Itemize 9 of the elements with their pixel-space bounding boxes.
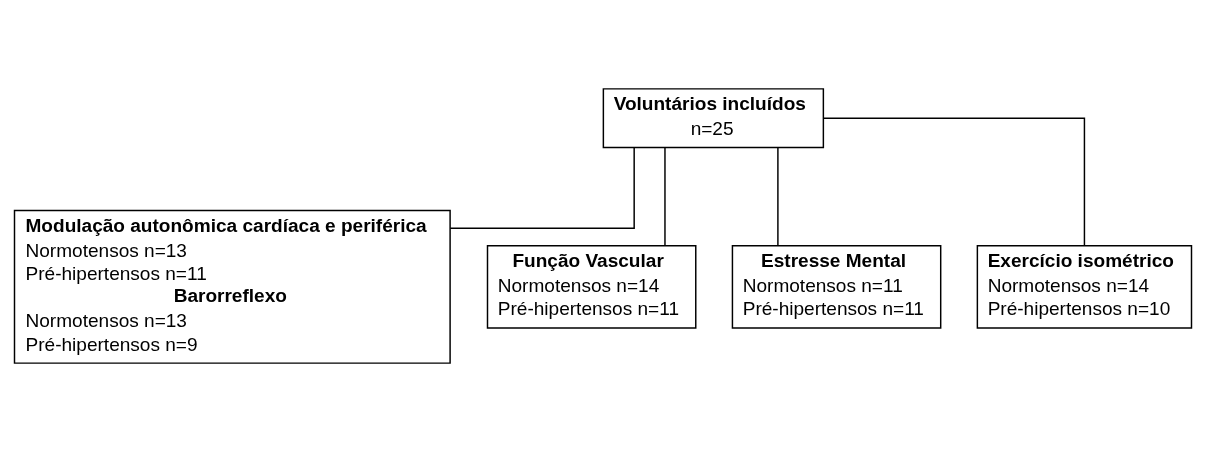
- connector: [777, 146, 779, 246]
- node-box: Função Vascular Normotensos n=14 Pré-hipertensos n=11: [486, 245, 697, 329]
- node-box: Estresse Mental Normotensos n=11 Pré-hipertensos n=11: [731, 245, 942, 329]
- connector: [822, 117, 1086, 247]
- connector: [449, 146, 635, 229]
- node-box: Exercício isométrico Normotensos n=14 Pré-hipertensos n=10: [976, 245, 1193, 329]
- node-box: Voluntários incluídos n=25: [602, 88, 825, 149]
- node-box: Modulação autonômica cardíaca e periférica Normotensos n=13 Pré-hipertensos n=11 Barorreflexo Normotensos n=13 Pré-hipertensos n=9: [13, 209, 451, 364]
- connector: [664, 146, 666, 246]
